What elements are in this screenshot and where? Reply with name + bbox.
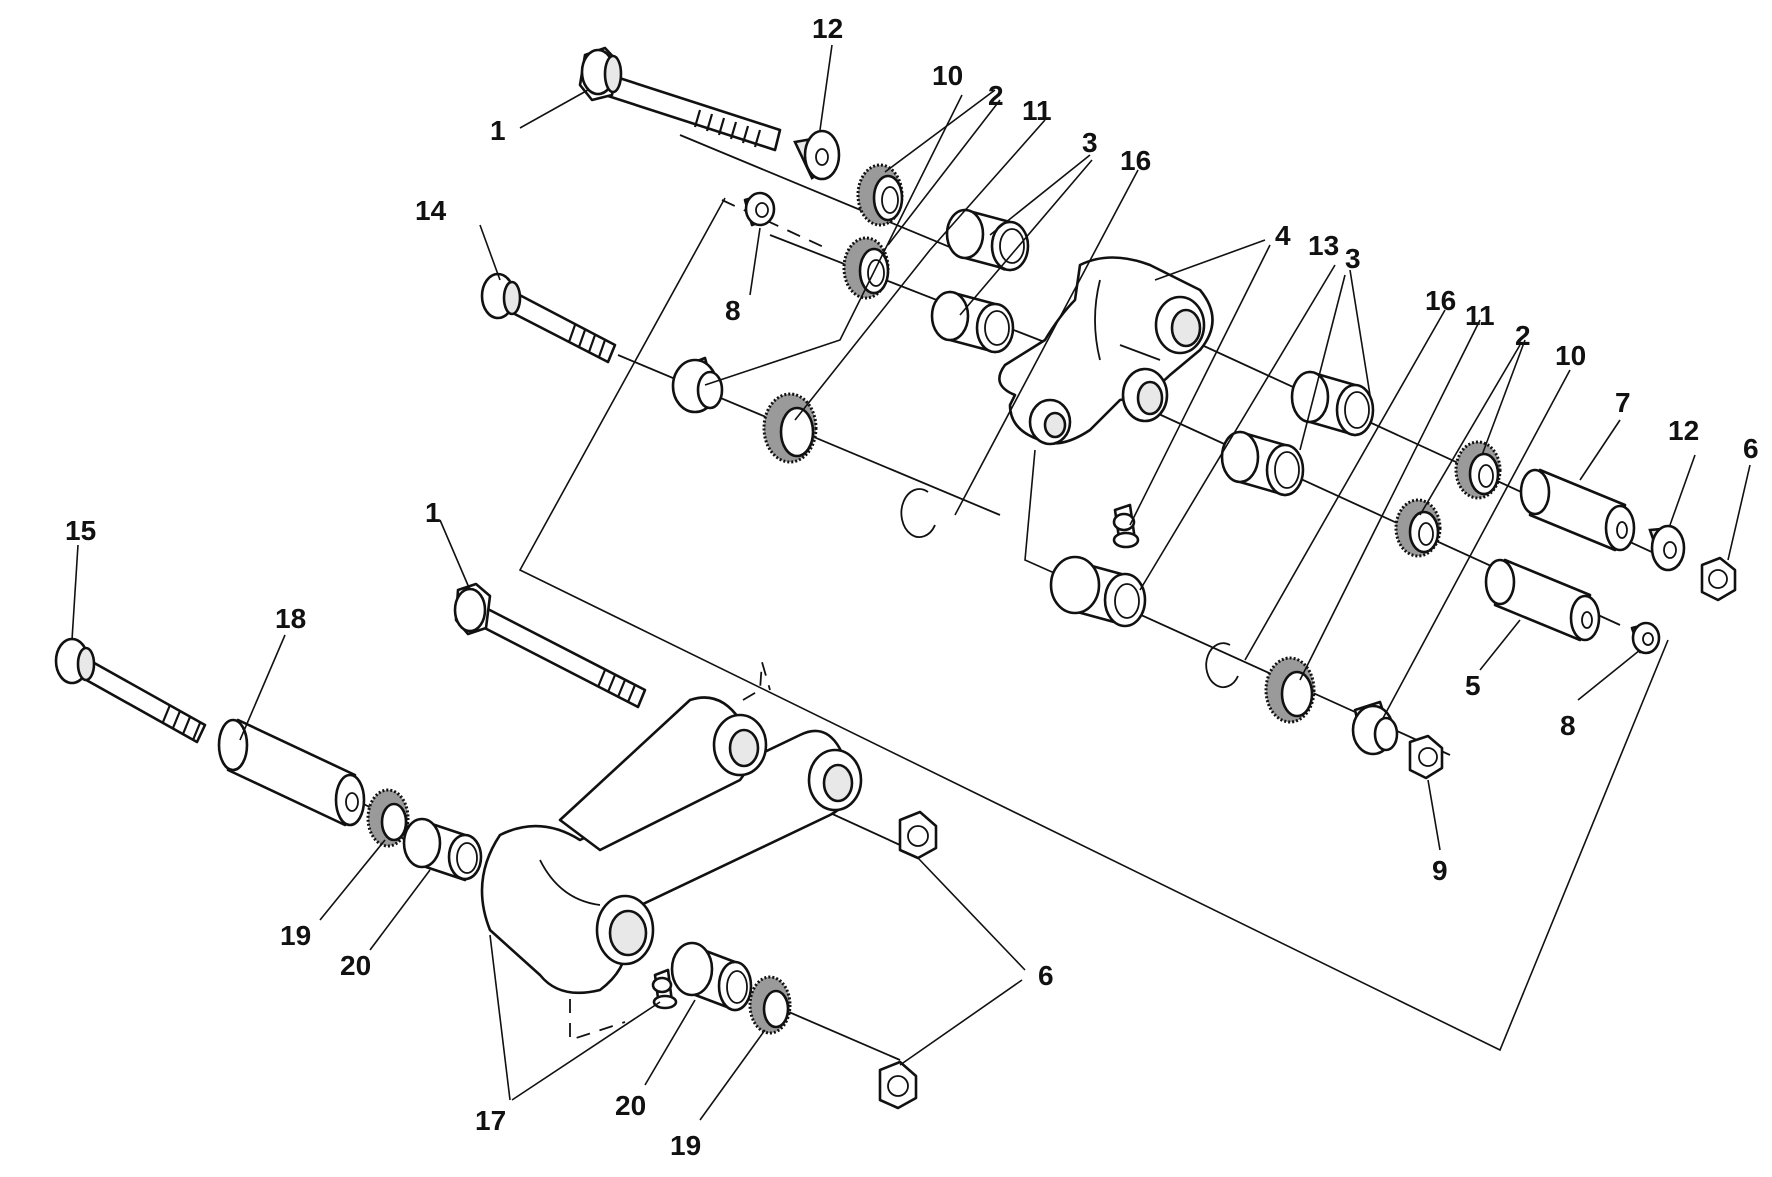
washer-12-right <box>1648 524 1686 572</box>
callout-9: 9 <box>1432 855 1448 886</box>
bearing-20-left <box>402 817 483 882</box>
callout-19-bottom: 19 <box>670 1130 701 1161</box>
callout-17: 17 <box>475 1105 506 1136</box>
callout-6-bottom: 6 <box>1038 960 1054 991</box>
bolt-14 <box>480 272 617 364</box>
nut-6-mid <box>898 810 938 860</box>
callout-7: 7 <box>1615 387 1631 418</box>
nut-9 <box>1408 734 1444 780</box>
callout-6-right: 6 <box>1743 433 1759 464</box>
callout-16-right: 16 <box>1425 285 1456 316</box>
callout-10-top: 10 <box>932 60 963 91</box>
linkage-arm-17 <box>480 696 863 995</box>
callout-2-right: 2 <box>1515 320 1531 351</box>
grease-nipple-13 <box>1112 503 1140 549</box>
callout-5: 5 <box>1465 670 1481 701</box>
callout-4: 4 <box>1275 220 1291 251</box>
sleeve-3-right-lower <box>1220 430 1305 497</box>
nut-6-bottom <box>878 1060 918 1110</box>
spacer-5 <box>1484 558 1601 642</box>
callout-11-top: 11 <box>1022 95 1052 126</box>
callout-14: 14 <box>415 195 447 226</box>
seal-19-left <box>366 788 410 848</box>
callout-16-top: 16 <box>1120 145 1151 176</box>
rocker-housing <box>998 256 1214 446</box>
callout-10-right: 10 <box>1555 340 1586 371</box>
circlip-16-left <box>900 488 936 538</box>
collar-8-right <box>1630 621 1661 655</box>
seal-19-right <box>748 975 792 1035</box>
callout-18: 18 <box>275 603 306 634</box>
callout-20-left: 20 <box>340 950 371 981</box>
collar-8-top <box>743 191 776 227</box>
bolt-1-bottom <box>453 582 647 709</box>
bearing-center-lower <box>1049 555 1147 628</box>
bolt-1-top <box>578 46 782 152</box>
bearing-2-upper <box>856 163 904 227</box>
dashed-lines <box>569 199 831 1042</box>
sleeve-3-right-upper <box>1290 370 1375 437</box>
seal-11-right <box>1264 656 1316 724</box>
callout-1-bottom: 1 <box>425 497 441 528</box>
bolt-15 <box>54 637 207 744</box>
callout-11-right: 11 <box>1465 300 1495 331</box>
leader-lines <box>71 44 1751 1121</box>
callout-15: 15 <box>65 515 96 546</box>
spacer-7 <box>1519 468 1636 552</box>
callout-2-top: 2 <box>988 80 1004 111</box>
callout-20-bottom: 20 <box>615 1090 646 1121</box>
callout-labels: 1 12 10 2 11 3 16 14 8 4 13 3 16 11 2 10… <box>65 13 1759 1161</box>
sleeve-18 <box>217 718 366 827</box>
callout-8-right: 8 <box>1560 710 1576 741</box>
bearing-20-right <box>670 941 753 1012</box>
callout-3-right: 3 <box>1345 243 1361 274</box>
collar-10-left <box>671 356 724 414</box>
bearing-2-right-upper <box>1454 440 1502 500</box>
nut-6-right <box>1700 556 1737 602</box>
callout-3-top: 3 <box>1082 127 1098 158</box>
grease-nipple-bottom <box>651 968 678 1010</box>
collar-10-right <box>1351 700 1399 756</box>
washer-12-top <box>793 129 841 181</box>
sleeve-3-lower <box>930 290 1015 354</box>
callout-12-right: 12 <box>1668 415 1699 446</box>
callout-8-top: 8 <box>725 295 741 326</box>
sleeve-3-upper <box>945 208 1030 272</box>
circlip-16-right <box>1205 642 1239 689</box>
callout-13: 13 <box>1308 230 1339 261</box>
callout-1-top: 1 <box>490 115 506 146</box>
callout-19-left: 19 <box>280 920 311 951</box>
bearing-2-right-lower <box>1394 498 1442 558</box>
callout-12-top: 12 <box>812 13 843 44</box>
